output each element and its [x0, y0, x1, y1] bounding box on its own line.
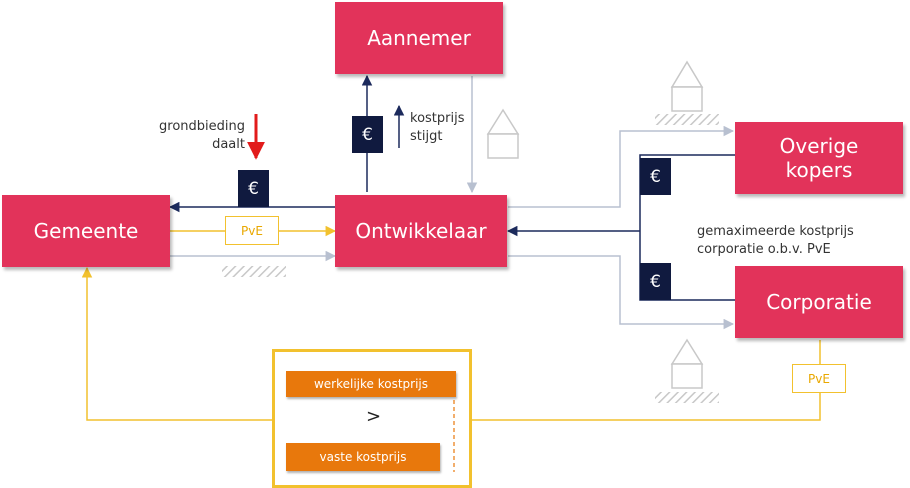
euro-icon-overige: €	[640, 158, 671, 195]
kostprijs-line1: kostprijs	[410, 111, 465, 126]
pve-badge-corporatie: PvE	[792, 364, 846, 393]
greater-than-symbol: >	[366, 406, 382, 427]
corporatie-box: Corporatie	[735, 266, 903, 338]
gemaximeerde-line1: gemaximeerde kostprijs	[697, 224, 854, 239]
gemaximeerde-kostprijs-label: gemaximeerde kostprijs corporatie o.b.v.…	[697, 223, 854, 259]
overige-kopers-label-line1: Overige	[779, 134, 859, 158]
gemaximeerde-line2: corporatie o.b.v. PvE	[697, 242, 831, 257]
kostprijs-stijgt-label: kostprijs stijgt	[410, 110, 464, 146]
house-icon-center	[486, 108, 520, 159]
gray-line-to-corporatie	[508, 255, 735, 330]
aannemer-box: Aannemer	[335, 2, 503, 74]
kostprijs-line2: stijgt	[410, 129, 443, 144]
werkelijke-kostprijs-box: werkelijke kostprijs	[286, 371, 456, 397]
ontwikkelaar-box: Ontwikkelaar	[335, 195, 507, 267]
gray-line-to-overige	[508, 125, 735, 208]
navy-collector-line	[639, 154, 735, 301]
corporatie-label: Corporatie	[766, 290, 872, 314]
euro-icon-aannemer: €	[352, 116, 383, 153]
grondbieding-line1: grondbieding	[159, 119, 245, 134]
grondbieding-line2: daalt	[212, 137, 245, 152]
vaste-kostprijs-box: vaste kostprijs	[286, 443, 440, 471]
aannemer-label: Aannemer	[367, 26, 471, 50]
overige-kopers-label-line2: kopers	[785, 158, 853, 182]
gemeente-box: Gemeente	[2, 195, 170, 267]
pve-badge-gemeente: PvE	[225, 216, 279, 245]
house-icon-top-right	[670, 60, 704, 112]
ground-hatch-bottom-right	[655, 392, 719, 403]
grondbieding-daalt-label: grondbieding daalt	[120, 118, 245, 154]
gemeente-label: Gemeente	[33, 219, 139, 243]
ontwikkelaar-label: Ontwikkelaar	[355, 219, 487, 243]
overige-kopers-box: Overige kopers	[735, 122, 903, 194]
euro-icon-corporatie: €	[640, 263, 671, 300]
yellow-line-to-gemeente	[81, 266, 272, 421]
ground-hatch-top-right	[655, 114, 719, 125]
euro-icon-gemeente: €	[238, 170, 269, 207]
ground-hatch-gemeente	[222, 266, 286, 277]
house-icon-bottom-right	[670, 338, 704, 389]
